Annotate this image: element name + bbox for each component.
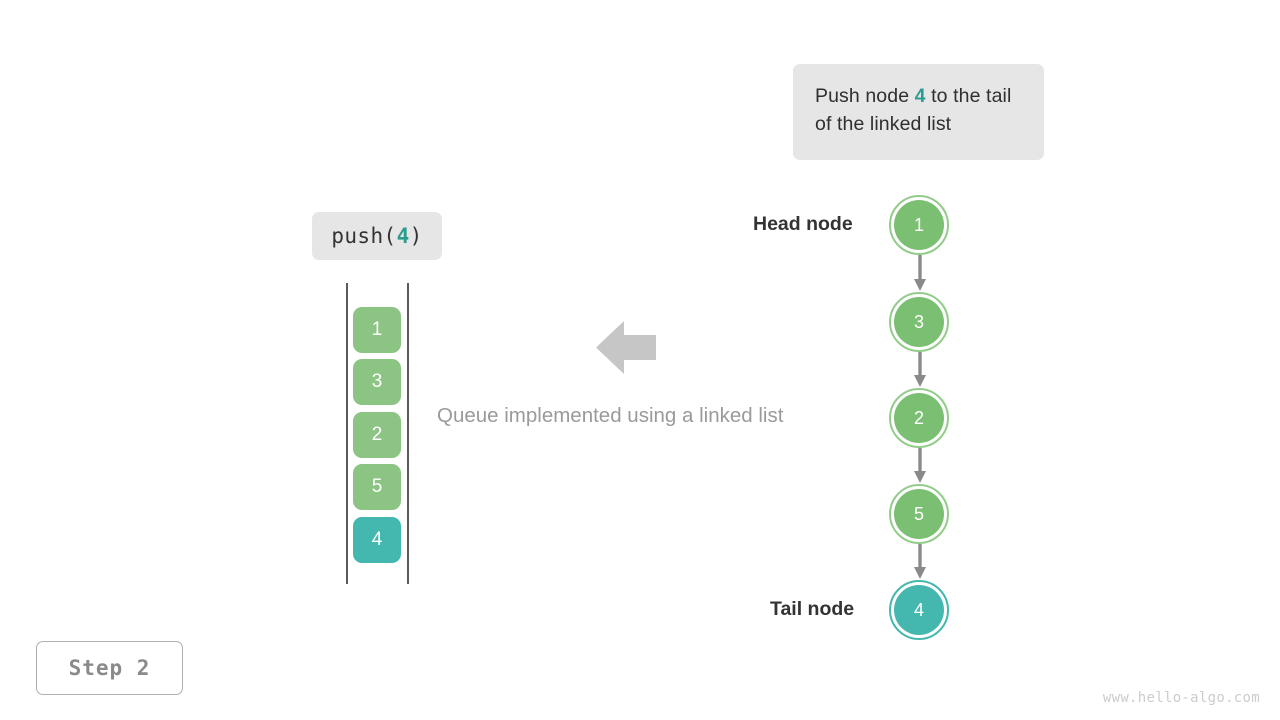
linked-list-container: 1 3 2 5 — [860, 180, 1060, 650]
callout-highlight-value: 4 — [914, 85, 926, 107]
queue-cell: 1 — [353, 307, 401, 353]
list-node: 5 — [889, 484, 949, 544]
left-arrow-icon — [596, 321, 656, 374]
list-node: 2 — [889, 388, 949, 448]
node-ring — [889, 484, 949, 544]
node-value: 1 — [894, 200, 944, 250]
operation-label: push(4) — [331, 224, 422, 248]
node-ring — [889, 580, 949, 640]
link-arrow-icon — [914, 544, 926, 579]
tail-node-label: Tail node — [770, 598, 855, 620]
node-value: 3 — [894, 297, 944, 347]
node-value: 4 — [894, 585, 944, 635]
queue-cell: 2 — [353, 412, 401, 458]
link-arrow-icon — [914, 352, 926, 387]
callout-box: Push node 4 to the tail of the linked li… — [793, 64, 1044, 160]
node-ring — [889, 292, 949, 352]
link-arrow-icon — [914, 448, 926, 483]
list-node-new: 4 — [889, 580, 949, 640]
node-ring — [889, 388, 949, 448]
queue-cell: 3 — [353, 359, 401, 405]
node-value: 5 — [894, 489, 944, 539]
step-label: Step 2 — [68, 656, 151, 680]
head-node-label: Head node — [753, 213, 853, 235]
queue-rail-left — [346, 283, 348, 584]
operation-argument: 4 — [396, 224, 410, 248]
node-value: 2 — [894, 393, 944, 443]
step-badge: Step 2 — [36, 641, 183, 695]
link-arrow-icon — [914, 255, 926, 291]
callout-text-after: to the tail of the linked list — [815, 85, 1012, 135]
queue-cell: 5 — [353, 464, 401, 510]
watermark: www.hello-algo.com — [1102, 690, 1260, 706]
queue-cell-new: 4 — [353, 517, 401, 563]
operation-label-box: push(4) — [312, 212, 442, 260]
list-node: 1 — [889, 195, 949, 255]
list-node: 3 — [889, 292, 949, 352]
queue-rail-right — [407, 283, 409, 584]
callout-text: Push node 4 to the tail of the linked li… — [815, 82, 1022, 138]
operation-suffix: ) — [409, 224, 423, 248]
operation-prefix: push( — [331, 224, 397, 248]
node-ring — [889, 195, 949, 255]
callout-text-before: Push node — [815, 85, 915, 107]
diagram-caption: Queue implemented using a linked list — [437, 404, 784, 427]
